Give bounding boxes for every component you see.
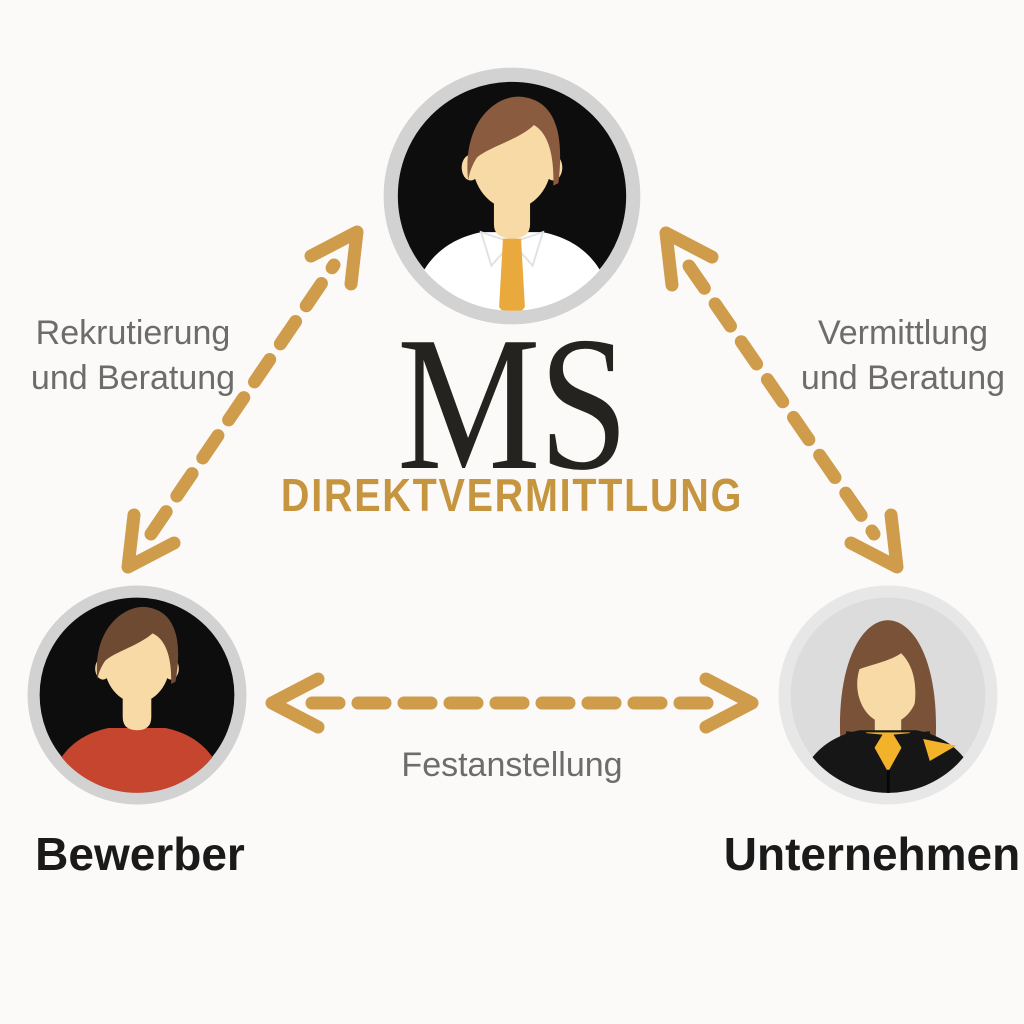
recruiting-edge-label-line2: und Beratung xyxy=(30,359,236,397)
company-label: Unternehmen xyxy=(723,828,1021,880)
businessman-avatar-icon xyxy=(383,67,641,325)
employment-double-arrow-icon xyxy=(265,672,759,734)
placement-double-arrow-icon xyxy=(659,226,904,574)
recruiting-edge-label-line1: Rekrutierung xyxy=(35,314,231,352)
agency-avatar xyxy=(383,67,641,325)
placement-edge-label-line1: Vermittlung xyxy=(817,314,989,352)
brand-wordmark: DIREKTVERMITTLUNG xyxy=(280,469,744,521)
company-avatar xyxy=(778,585,998,805)
placement-edge-label-line2: und Beratung xyxy=(800,359,1006,397)
applicant-avatar xyxy=(27,585,247,805)
recruiting-double-arrow-icon xyxy=(121,225,364,574)
placement-edge-label: Vermittlung und Beratung xyxy=(770,311,1024,401)
applicant-label: Bewerber xyxy=(35,828,245,880)
brand-monogram: MS xyxy=(397,297,628,510)
employment-edge-label: Festanstellung xyxy=(401,746,623,784)
businesswoman-avatar-icon xyxy=(778,585,998,805)
recruiting-edge-label: Rekrutierung und Beratung xyxy=(0,311,266,401)
young-man-avatar-icon xyxy=(27,585,247,805)
